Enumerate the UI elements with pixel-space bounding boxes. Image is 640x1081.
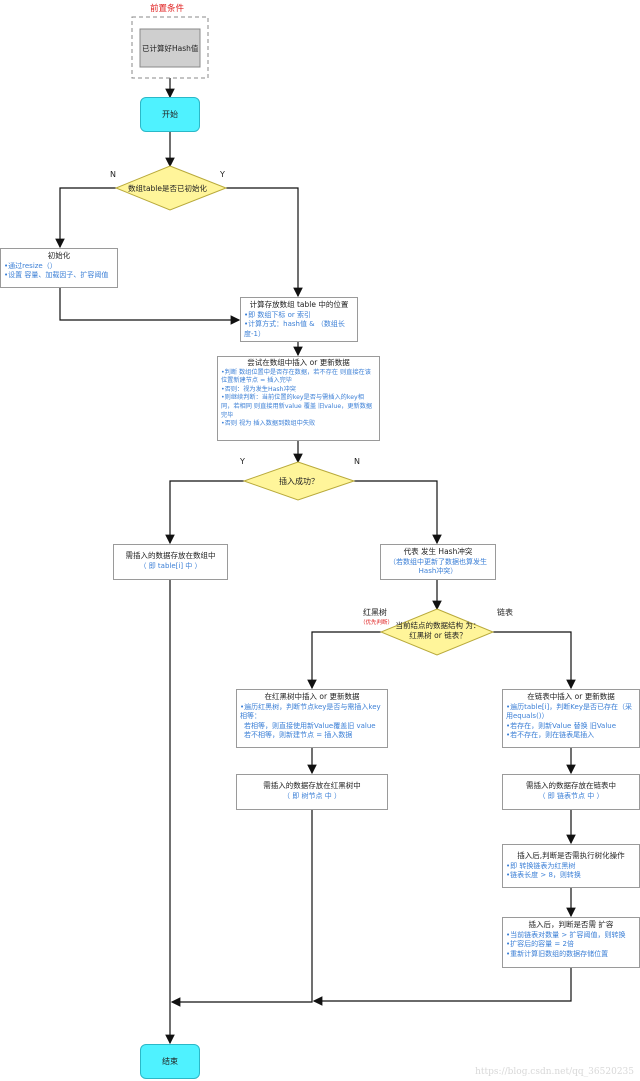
treeify-item: 链表长度 > 8，则转换 [506,871,636,881]
struct-right-label: 链表 [497,608,513,617]
decision-struct-label: 当前结点的数据结构 为：红黑树 or 链表？ [395,621,481,640]
treeify-title: 插入后,判断是否需执行树化操作 [517,851,625,860]
treeify-item: 即 转换链表为红黑树 [506,862,636,872]
insert-item: 判断 数组位置中是否存在数据，若不存在 则直接在该位置新建节点 = 插入完毕 [221,369,376,386]
conflict-box: 代表 发生 Hash冲突 （若数组中更新了数据也算发生 Hash冲突） [380,544,496,580]
resize-item: 当前链表对数量 > 扩容阈值，则转换 [506,931,636,941]
init-box: 初始化 通过resize（） 设置 容量、加载因子、扩容阈值 [0,248,118,288]
stored-array-title: 需插入的数据存放在数组中 [125,551,216,560]
start-label: 开始 [162,110,178,119]
struct-left-note: （优先判断） [360,620,394,626]
list-stored-box: 需插入的数据存放在链表中 （ 即 链表节点 中 ） [502,774,640,810]
insert-item: 否则：视为发生Hash冲突 [221,386,376,395]
insert-item: 则继续判断：当前位置的key是否与需插入的key相同，若相同 则直接用新valu… [221,394,376,420]
rbtree-insert-item: 遍历红黑树，判断节点key是否与需插入key相等： [240,703,384,722]
resize-item: 扩容后的容量 = 2倍 [506,940,636,950]
rbtree-insert-box: 在红黑树中插入 or 更新数据 遍历红黑树，判断节点key是否与需插入key相等… [236,689,388,748]
insert-box: 尝试在数组中插入 or 更新数据 判断 数组位置中是否存在数据，若不存在 则直接… [217,356,380,441]
list-insert-item: 若不存在，则在链表尾插入 [506,731,636,741]
resize-title: 插入后，判断是否需 扩容 [528,920,614,929]
end-label: 结束 [162,1057,178,1066]
list-stored-title: 需插入的数据存放在链表中 [526,781,616,790]
decision-init-text: 数组table是否已初始化 [128,184,207,193]
list-insert-box: 在链表中插入 or 更新数据 遍历table[i]，判断Key是否已存在（采用e… [502,689,640,748]
init-item: 通过resize（） [4,262,114,272]
decision-success-no: N [354,457,360,466]
struct-left-label: 红黑树 [363,608,387,617]
init-title: 初始化 [47,251,71,260]
decision-init-no: N [110,170,116,179]
resize-box: 插入后，判断是否需 扩容 当前链表对数量 > 扩容阈值，则转换 扩容后的容量 =… [502,917,640,968]
rbtree-stored-box: 需插入的数据存放在红黑树中 （ 即 树节点 中 ） [236,774,388,810]
rbtree-stored-sub: （ 即 树节点 中 ） [283,791,341,800]
insert-item: 否则 视为 插入数据到数组中失败 [221,420,376,429]
end-node: 结束 [140,1044,200,1079]
rbtree-insert-title: 在红黑树中插入 or 更新数据 [264,692,360,701]
decision-struct-diamond [379,608,495,656]
treeify-box: 插入后,判断是否需执行树化操作 即 转换链表为红黑树 链表长度 > 8，则转换 [502,844,640,888]
list-insert-item: 遍历table[i]，判断Key是否已存在（采用equals()） [506,703,636,722]
precondition-title: 前置条件 [150,4,185,14]
rbtree-insert-item: 若不相等，则新建节点 = 插入数据 [244,731,353,739]
init-item: 设置 容量、加载因子、扩容阈值 [4,271,114,281]
stored-array-sub: （ 即 table[i] 中 ） [139,561,202,570]
calc-box: 计算存放数组 table 中的位置 即 数组下标 or 索引 计算方式：hash… [240,297,358,342]
decision-success-diamond [242,461,356,501]
list-insert-item: 若存在，则新Value 替换 旧Value [506,722,636,732]
decision-success-text: 插入成功？ [279,477,319,486]
precondition-text: 已计算好Hash值 [142,44,199,53]
conflict-sub: （若数组中更新了数据也算发生 Hash冲突） [389,557,487,576]
start-node: 开始 [140,97,200,132]
insert-title: 尝试在数组中插入 or 更新数据 [247,358,350,367]
watermark-text: https://blog.csdn.net/qq_36520235 [475,1067,634,1077]
precondition-box [139,28,201,68]
list-insert-title: 在链表中插入 or 更新数据 [527,692,615,701]
decision-success-yes: Y [240,457,245,466]
calc-item: 即 数组下标 or 索引 [244,311,354,321]
calc-title: 计算存放数组 table 中的位置 [249,300,349,309]
rbtree-insert-item: 若相等，则直接使用新Value覆盖旧 value [244,721,376,730]
conflict-title: 代表 发生 Hash冲突 [403,547,473,556]
decision-struct-text: 当前结点的数据结构 为：红黑树 or 链表？ [393,621,483,641]
resize-item: 重新计算旧数组的数据存储位置 [506,950,636,960]
rbtree-stored-title: 需插入的数据存放在红黑树中 [263,781,361,790]
stored-array-box: 需插入的数据存放在数组中 （ 即 table[i] 中 ） [113,544,228,580]
list-stored-sub: （ 即 链表节点 中 ） [538,791,604,800]
decision-init-yes: Y [220,170,225,179]
calc-item: 计算方式：hash值 & （数组长度-1） [244,320,354,339]
decision-init-diamond [114,165,228,211]
